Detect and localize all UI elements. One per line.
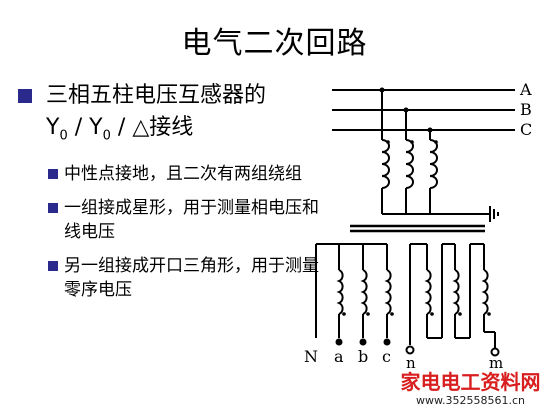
terminal-label-m: m [489, 354, 503, 370]
pt-wiring-diagram: A B C [304, 80, 532, 370]
ground-icon [489, 206, 499, 222]
site-watermark: 家电电工资料网 www.352558561.cn [392, 364, 549, 412]
connection-formula: Y0 / Y0 / △接线 [46, 115, 194, 144]
sub-bullet-3: 另一组接成开口三角形，用于测量零序电压 [18, 254, 324, 302]
bullet-list: 三相五柱电压互感器的 Y0 / Y0 / △接线 中性点接地，且二次有两组绕组 … [18, 80, 319, 302]
watermark-url: www.352558561.cn [416, 394, 525, 407]
bullet-square-icon [48, 169, 58, 180]
bullet-square-icon [48, 203, 58, 214]
bullet-square-icon [48, 261, 58, 272]
page-title: 电气二次回路 [181, 26, 368, 61]
primary-windings [379, 87, 490, 215]
bullet-square-icon [18, 89, 32, 103]
transformer-core [350, 224, 485, 233]
main-bullet: 三相五柱电压互感器的 Y0 / Y0 / △接线 [18, 80, 318, 152]
sub-bullet-1: 中性点接地，且二次有两组绕组 [18, 162, 324, 186]
terminal-label-n: n [406, 354, 416, 370]
terminal-label-a: a [334, 347, 344, 366]
open-delta-secondary-winding [409, 243, 496, 348]
phase-label-b: B [520, 100, 532, 119]
star-secondary-winding [315, 243, 394, 338]
sub-bullet-2: 一组接成星形，用于测量相电压和线电压 [18, 196, 324, 244]
main-bullet-text: 三相五柱电压互感器的 [46, 83, 267, 108]
terminals [335, 338, 500, 357]
phase-label-a: A [519, 80, 532, 99]
phase-label-c: C [520, 120, 532, 139]
watermark-title: 家电电工资料网 [400, 370, 541, 394]
terminal-label-c: c [382, 347, 391, 366]
terminal-label-n-neutral: N [304, 347, 318, 366]
terminal-label-b: b [358, 347, 368, 366]
